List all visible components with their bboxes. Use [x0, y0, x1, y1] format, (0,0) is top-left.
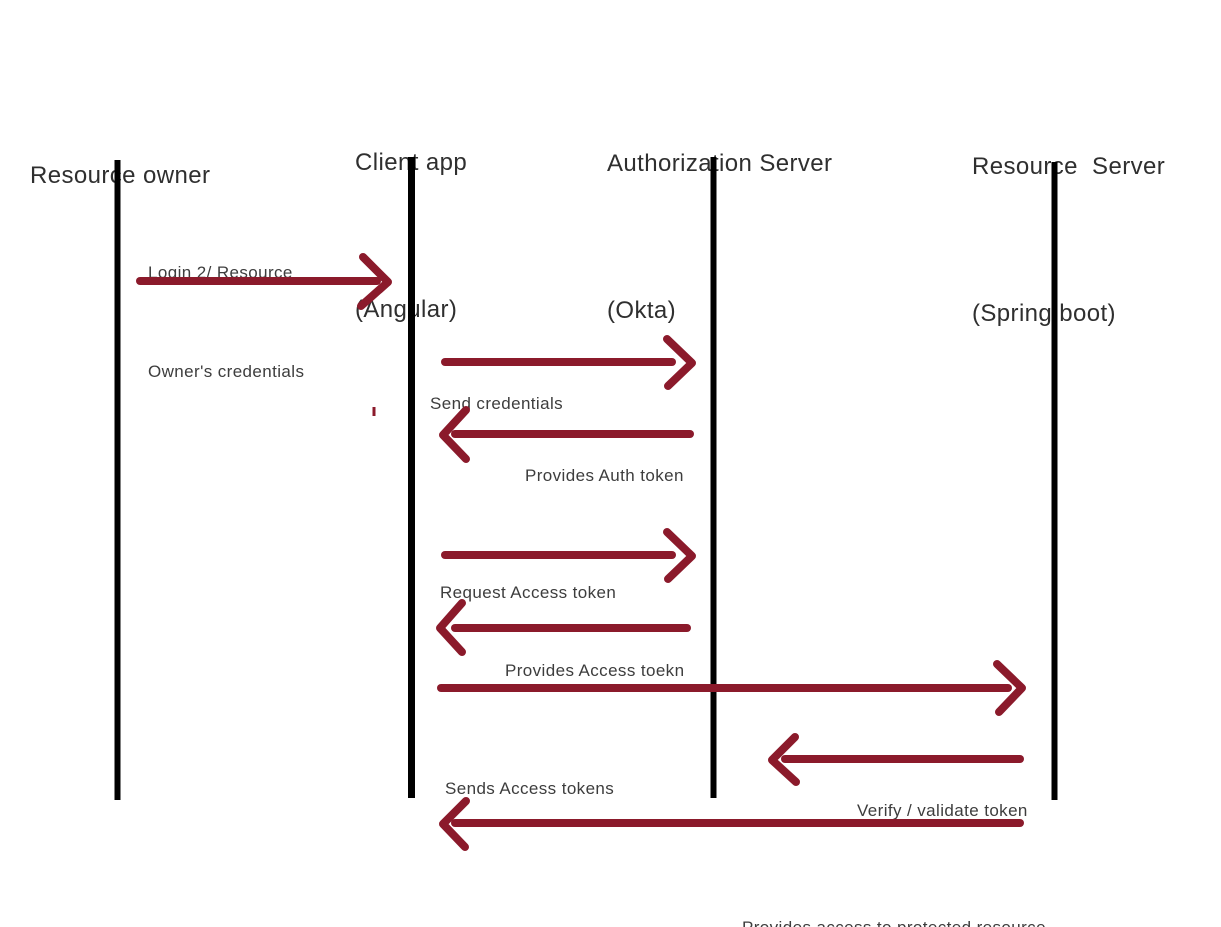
arrow-head [993, 660, 1026, 716]
message-label-verify-validate-token: Verify / validate token [857, 728, 1028, 893]
actor-resource-server: Resource Server (Spring boot) [972, 44, 1165, 436]
label-line: Request Access token [440, 583, 617, 602]
actor-subtitle: (Spring boot) [972, 300, 1116, 327]
arrow-provides-access-protected-resource [439, 797, 1024, 851]
arrow-head [768, 733, 800, 786]
message-label-provides-access-protected-resource: Provides access to protected resource [742, 845, 1046, 927]
label-line: Verify / validate token [857, 801, 1028, 820]
arrow-head [357, 253, 392, 310]
arrow-request-access-token [441, 528, 696, 583]
label-line: Provides Auth token [525, 466, 684, 485]
label-line: Provides access to protected resource [742, 911, 1046, 927]
arrow-head [663, 335, 696, 390]
actor-authorization-server: Authorization Server (Okta) [607, 41, 832, 433]
arrow-verify-validate-token [768, 733, 1024, 786]
arrow-login-credentials [136, 253, 392, 310]
label-line: Provides Access toekn [505, 661, 685, 680]
actor-client-app: Client app (Angular) [355, 40, 467, 432]
label-line: Owner's credentials [148, 362, 305, 381]
message-label-sends-access-tokens: Sends Access tokens [445, 706, 614, 871]
message-label-provides-auth-token: Provides Auth token [525, 393, 684, 558]
actor-name: Client app [355, 149, 468, 176]
actor-name: Resource Server [972, 153, 1166, 180]
message-label-request-access-token: Request Access token [440, 510, 616, 675]
message-label-send-credentials: Send credentials [430, 321, 563, 486]
arrow-head [439, 406, 470, 463]
arrow-provides-auth-token [439, 406, 694, 463]
label-line: Sends Access tokens [445, 779, 615, 798]
arrow-head [663, 528, 696, 583]
arrow-provides-access-token [436, 599, 691, 656]
label-line: Send credentials [430, 394, 564, 413]
arrow-head [439, 797, 470, 851]
actor-subtitle: (Okta) [607, 297, 677, 324]
arrow-sends-access-tokens [437, 660, 1026, 716]
arrow-send-credentials [441, 335, 696, 390]
actor-name: Authorization Server [607, 150, 833, 177]
arrow-head [436, 599, 466, 656]
message-label-provides-access-token: Provides Access toekn [505, 588, 684, 753]
